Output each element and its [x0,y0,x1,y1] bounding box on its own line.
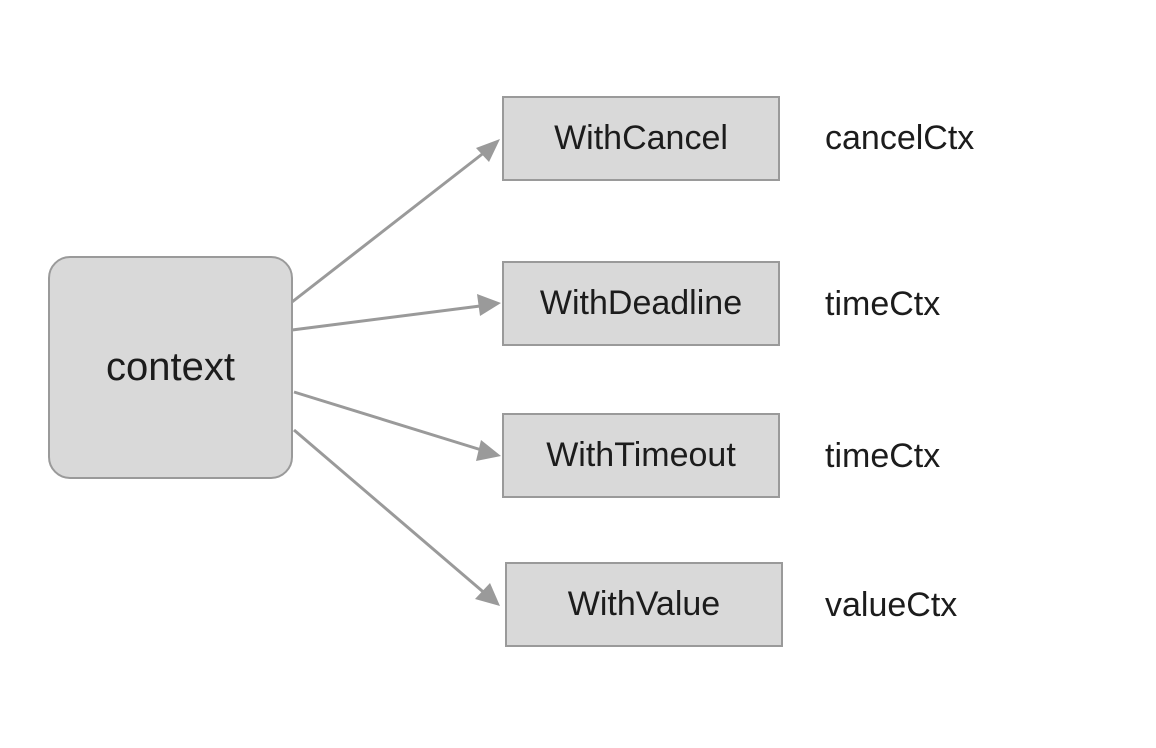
arrow-context-to-withtimeout [293,390,489,454]
arrow-context-to-withdeadline [291,303,489,332]
withtimeout-node: WithTimeout [502,413,780,498]
deadline-timectx-type-label: timeCtx [825,285,941,323]
arrow-context-to-withcancel [291,146,491,304]
withcancel-node-label: WithCancel [554,119,728,157]
withvalue-node: WithValue [505,562,783,647]
withdeadline-node-label: WithDeadline [539,284,743,322]
context-node: context [48,256,293,479]
arrow-context-to-withvalue [293,428,489,598]
withcancel-node: WithCancel [502,96,780,181]
context-node-label: context [106,345,235,389]
withdeadline-node: WithDeadline [502,261,780,346]
arrowhead-withcancel [476,139,500,162]
arrowhead-withtimeout [476,440,501,461]
withtimeout-node-label: WithTimeout [546,436,736,474]
arrowhead-withvalue [475,583,500,606]
arrowhead-withdeadline [477,294,501,316]
withvalue-node-label: WithValue [567,585,721,623]
timeout-timectx-type-label: timeCtx [825,437,941,475]
valuectx-type-label: valueCtx [825,586,958,624]
cancelctx-type-label: cancelCtx [825,119,975,157]
